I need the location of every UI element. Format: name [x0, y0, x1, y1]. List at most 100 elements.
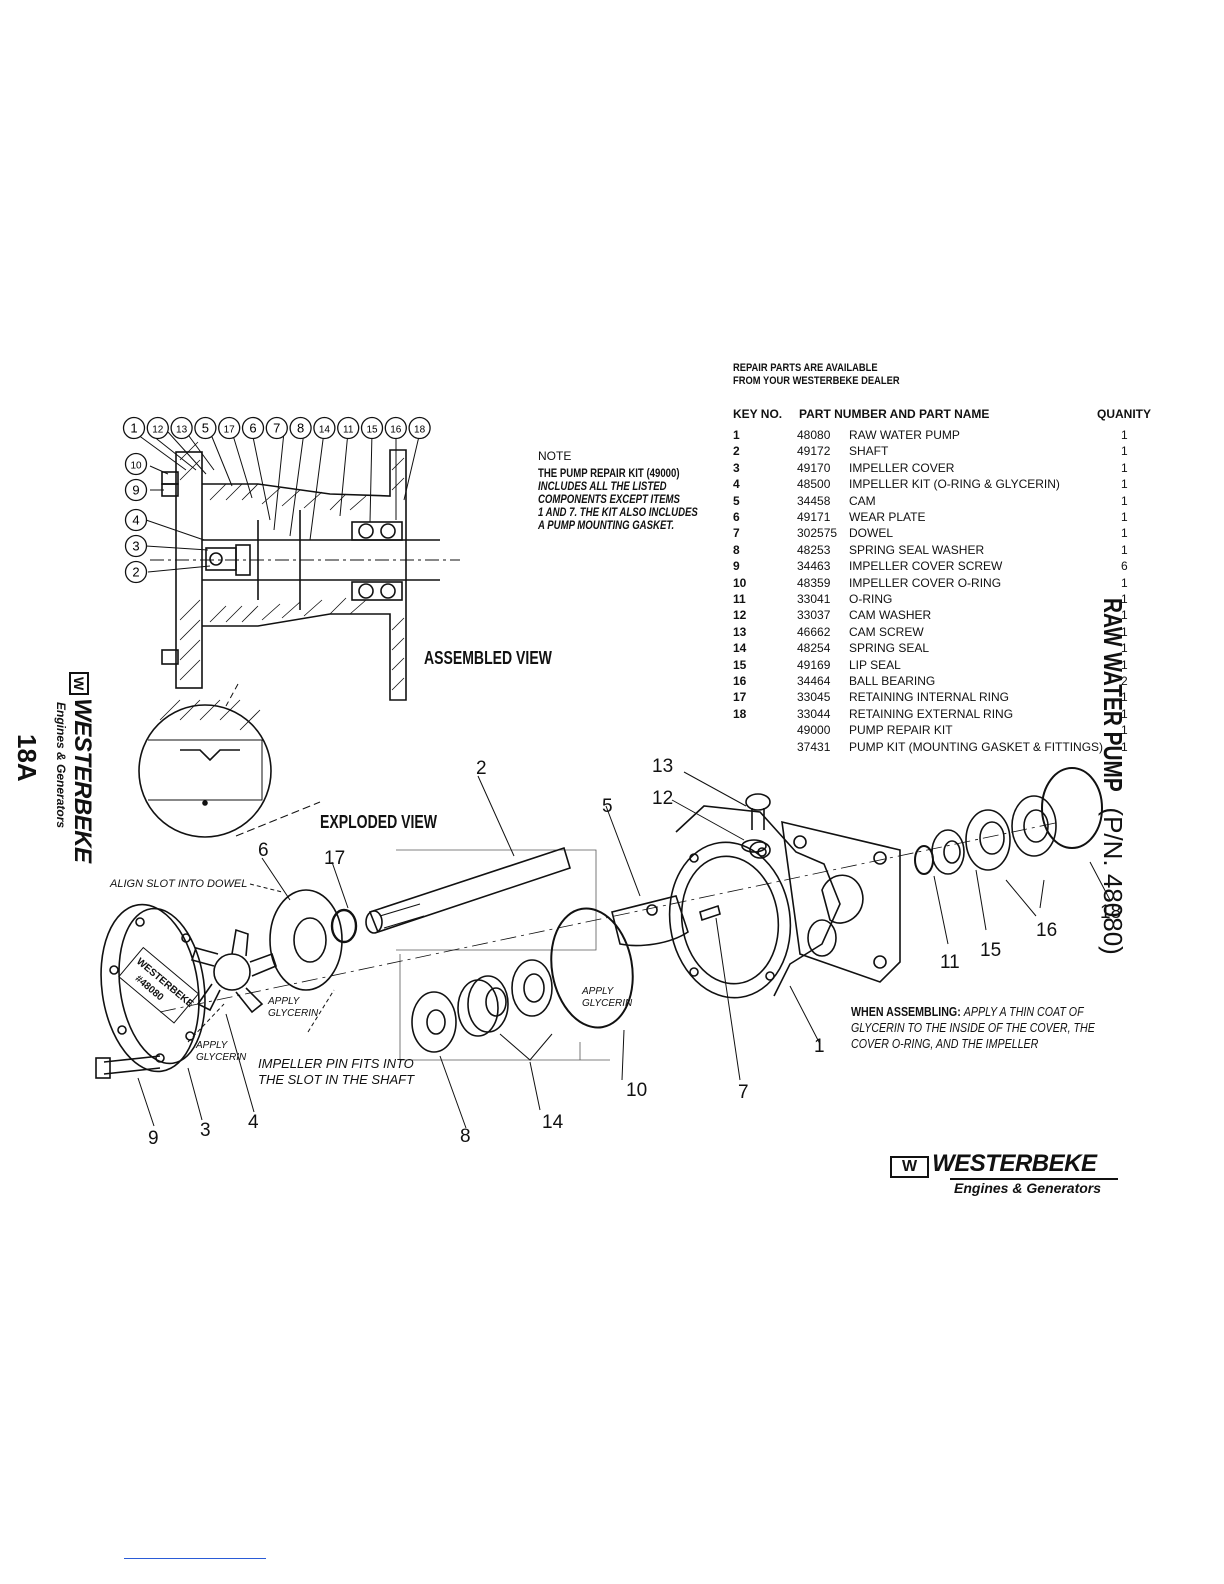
- part-number: 33045: [797, 690, 831, 705]
- part-key: 4: [733, 477, 740, 492]
- part-name: CAM: [849, 493, 876, 508]
- balloon-2: 2: [124, 560, 148, 584]
- balloon-8: 8: [289, 416, 312, 440]
- balloon-18: 18: [408, 416, 431, 440]
- balloon-14: 14: [313, 416, 336, 440]
- part-qty: 1: [1121, 624, 1128, 639]
- part-qty: 6: [1121, 559, 1128, 574]
- label-3: 3: [200, 1120, 211, 1141]
- logo-mark-icon-bottom: W: [890, 1155, 930, 1178]
- balloon-label: 14: [319, 425, 331, 436]
- column-qty-header: QUANITY: [1097, 407, 1151, 421]
- balloon-9: 9: [124, 478, 148, 502]
- part-qty: 1: [1121, 723, 1128, 738]
- part-key: 15: [733, 657, 747, 672]
- balloon-label: 1: [130, 421, 137, 436]
- part-key: 11: [733, 592, 746, 606]
- part-key: 13: [733, 624, 747, 639]
- part-name: BALL BEARING: [849, 674, 936, 688]
- apply-glycerin-callout-oring: APPLY GLYCERIN: [582, 986, 633, 1009]
- part-number: 49169: [797, 657, 831, 672]
- assembled-section-drawing: [133, 431, 460, 838]
- bottom-brand-sub: Engines & Generators: [954, 1180, 1102, 1196]
- parts-list: REPAIR PARTS ARE AVAILABLE FROM YOUR WES…: [733, 362, 1173, 754]
- note-title: NOTE: [538, 449, 572, 463]
- part-key: 18: [733, 706, 747, 721]
- assembly-note-line-3: COVER O-RING, AND THE IMPELLER: [851, 1036, 1039, 1051]
- balloon-15: 15: [360, 416, 384, 440]
- balloon-label: 11: [343, 425, 354, 436]
- label-7: 7: [738, 1082, 749, 1103]
- label-8: 8: [460, 1126, 471, 1147]
- exploded-view-label: EXPLODED VIEW: [320, 812, 438, 832]
- part-qty: 1: [1121, 542, 1128, 557]
- part-qty: 1: [1121, 657, 1128, 672]
- balloon-label: 6: [249, 421, 256, 436]
- align-slot-callout: ALIGN SLOT INTO DOWEL: [110, 878, 248, 890]
- part-name: CAM SCREW: [849, 624, 924, 639]
- balloon-1: 1: [122, 416, 146, 440]
- label-12: 12: [652, 788, 673, 809]
- note-line-3: COMPONENTS EXCEPT ITEMS: [538, 492, 680, 506]
- label-5: 5: [602, 796, 613, 817]
- assembled-view-label: ASSEMBLED VIEW: [424, 648, 552, 668]
- balloon-label: 18: [414, 425, 426, 436]
- balloon-label: 16: [390, 425, 402, 436]
- part-number: 48253: [797, 542, 831, 557]
- note-line-1: THE PUMP REPAIR KIT (49000): [538, 466, 680, 480]
- balloon-label: 12: [152, 425, 164, 436]
- part-number: 49000: [797, 723, 831, 738]
- balloon-12: 12: [146, 416, 169, 440]
- balloon-label: 3: [132, 539, 139, 554]
- balloon-label: 7: [273, 421, 280, 436]
- part-key: 9: [733, 559, 740, 574]
- assembly-note-line-2: GLYCERIN TO THE INSIDE OF THE COVER, THE: [851, 1020, 1095, 1035]
- part-name: IMPELLER KIT (O-RING & GLYCERIN): [849, 477, 1060, 492]
- part-name: LIP SEAL: [849, 657, 901, 672]
- apply-glycerin-callout-impeller: APPLY GLYCERIN: [268, 996, 319, 1019]
- part-name: RETAINING INTERNAL RING: [849, 690, 1010, 705]
- balloon-3: 3: [124, 534, 148, 558]
- column-key-header: KEY NO.: [733, 407, 783, 421]
- assembly-note: WHEN ASSEMBLING: APPLY A THIN COAT OF GL…: [851, 1004, 1148, 1052]
- assembly-note-lead: WHEN ASSEMBLING:: [851, 1004, 961, 1019]
- part-key: 3: [733, 460, 740, 475]
- availability-line-2: FROM YOUR WESTERBEKE DEALER: [733, 375, 900, 387]
- part-name: IMPELLER COVER: [849, 460, 955, 475]
- part-qty: 1: [1121, 706, 1128, 721]
- part-name: WEAR PLATE: [849, 510, 926, 524]
- balloon-16: 16: [384, 416, 407, 440]
- part-number: 48080: [797, 428, 831, 442]
- balloon-label: 13: [176, 425, 188, 436]
- exploded-view-drawing: [95, 767, 1111, 1129]
- part-qty: 1: [1121, 444, 1128, 459]
- impeller-pin-callout-1: IMPELLER PIN FITS INTO: [258, 1056, 414, 1071]
- part-name: O-RING: [849, 592, 893, 606]
- footer-rule: [124, 1558, 266, 1559]
- part-qty: 1: [1121, 690, 1128, 705]
- part-number: 49170: [797, 460, 831, 475]
- part-key: 5: [733, 493, 740, 508]
- part-number: 34458: [797, 493, 831, 508]
- part-number: 46662: [797, 624, 831, 639]
- label-2: 2: [476, 758, 487, 779]
- part-number: 48359: [797, 575, 831, 590]
- balloon-5: 5: [194, 416, 217, 440]
- note-line-4: 1 AND 7. THE KIT ALSO INCLUDES: [538, 505, 698, 519]
- label-1: 1: [814, 1036, 825, 1057]
- part-qty: 1: [1121, 575, 1128, 590]
- part-key: 8: [733, 542, 740, 557]
- part-key: 17: [733, 690, 747, 705]
- part-number: 34464: [797, 674, 831, 688]
